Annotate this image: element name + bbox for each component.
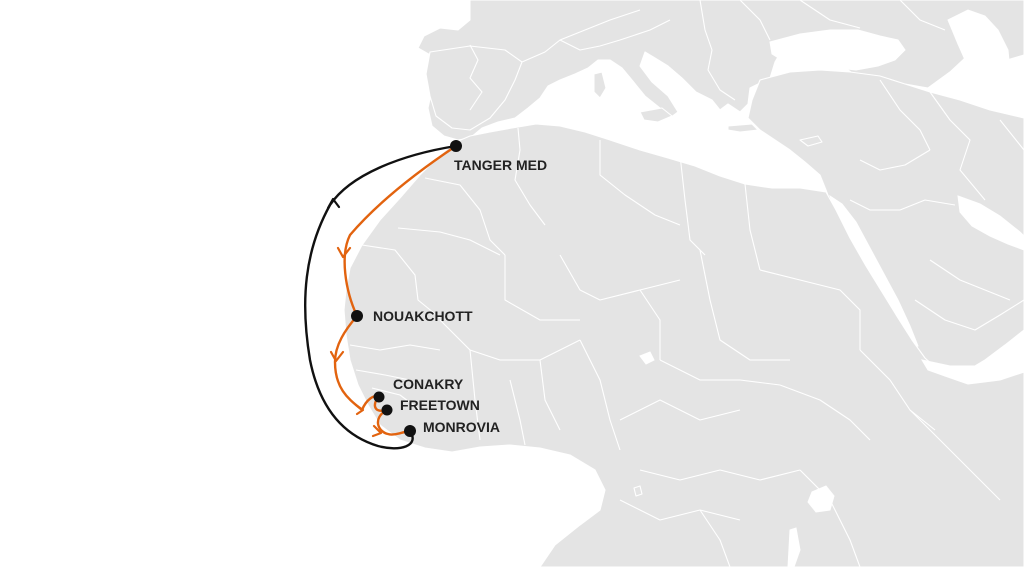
- lake-tanganyika: [787, 527, 801, 567]
- island-bioko: [633, 485, 643, 497]
- country-borders: [349, 0, 1024, 567]
- lake-chad: [639, 351, 655, 365]
- port-marker-freetown[interactable]: [381, 404, 393, 416]
- return-arrow: [326, 197, 341, 210]
- lake-victoria: [807, 485, 835, 513]
- island-crete: [727, 123, 759, 133]
- persian-gulf: [957, 195, 1024, 251]
- southbound-arrow: [329, 350, 345, 363]
- port-marker-conakry[interactable]: [373, 391, 385, 403]
- island-sardinia: [593, 71, 607, 99]
- port-marker-monrovia[interactable]: [404, 425, 416, 437]
- island-sicily: [639, 107, 673, 123]
- caspian-sea: [947, 9, 1011, 107]
- landmass-africa: [343, 123, 1024, 567]
- port-label-tanger-med: TANGER MED: [454, 157, 547, 173]
- port-marker-nouakchott[interactable]: [351, 310, 363, 322]
- routes-layer: [303, 144, 458, 450]
- port-label-nouakchott: NOUAKCHOTT: [373, 308, 473, 324]
- port-label-conakry: CONAKRY: [393, 376, 464, 392]
- black-sea: [769, 29, 906, 71]
- port-marker-tanger-med[interactable]: [450, 140, 462, 152]
- return-route-line: [303, 144, 458, 450]
- southbound-route-line: [333, 144, 458, 436]
- ports-layer: TANGER MED NOUAKCHOTT CONAKRY FREETOWN M…: [351, 140, 547, 437]
- port-label-freetown: FREETOWN: [400, 397, 480, 413]
- port-label-monrovia: MONROVIA: [423, 419, 500, 435]
- southbound-arrow: [371, 424, 383, 438]
- southbound-arrow: [336, 246, 352, 259]
- landmass-iberia: [425, 45, 523, 131]
- gulf-of-aden: [920, 355, 1024, 379]
- southbound-arrow: [354, 403, 365, 416]
- island-cyprus: [799, 135, 823, 147]
